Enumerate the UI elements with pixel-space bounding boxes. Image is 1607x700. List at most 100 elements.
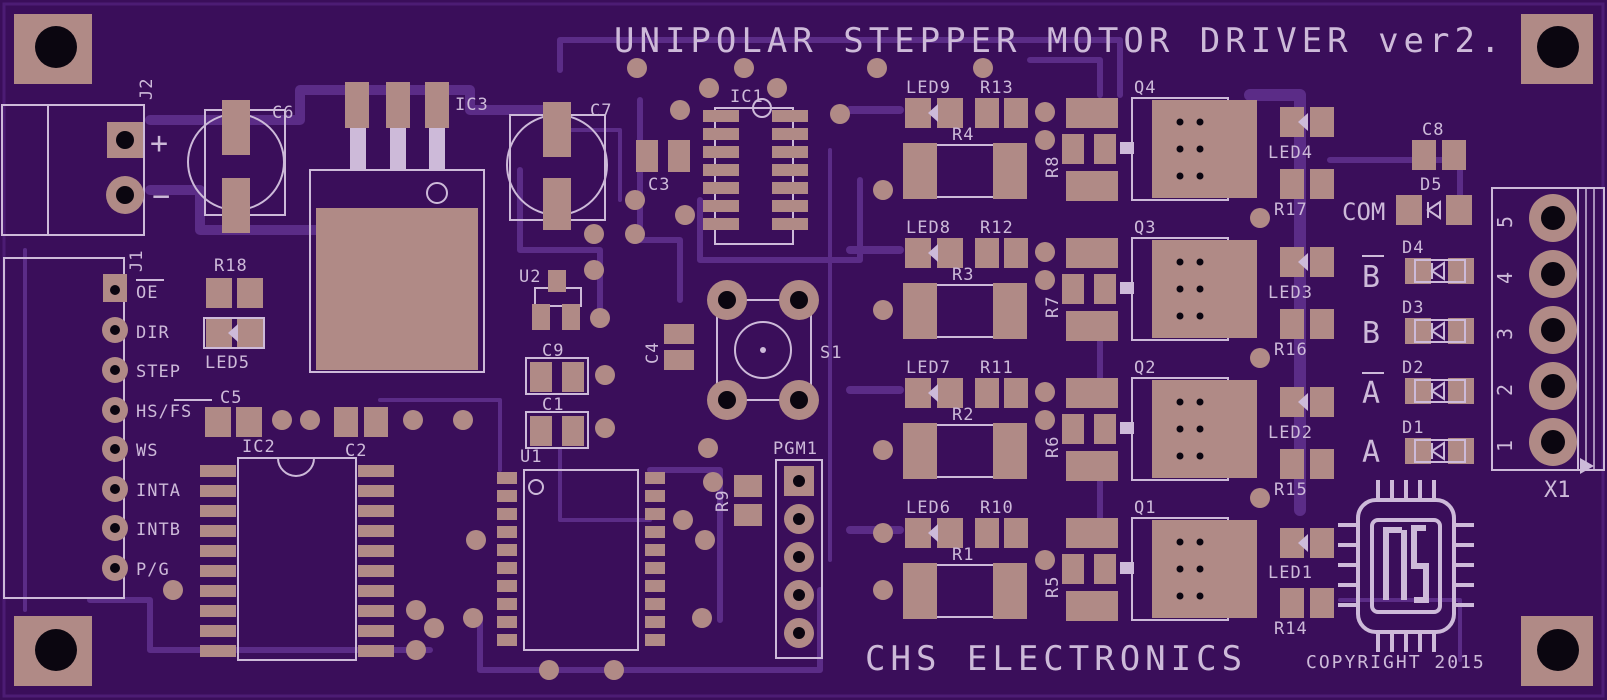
svg-text:R18: R18 xyxy=(214,256,248,276)
pin-label-step: STEP xyxy=(136,362,181,382)
svg-text:C3: C3 xyxy=(648,175,670,195)
pin-label-ws: WS xyxy=(136,441,158,461)
svg-text:Q1: Q1 xyxy=(1134,498,1156,518)
resistor-r9: R9 xyxy=(713,475,762,526)
svg-text:C7: C7 xyxy=(590,101,612,121)
diode-d5: D5 xyxy=(1396,175,1472,225)
svg-text:LED9: LED9 xyxy=(906,78,951,98)
pin-label-hsfs: HS/FS xyxy=(136,402,192,422)
svg-text:R2: R2 xyxy=(952,405,974,425)
svg-text:1: 1 xyxy=(1493,440,1517,452)
resistor-r18: R18 xyxy=(206,256,263,308)
channel-3: LED8 R12 R3 R7 Q3 LED3 R16 xyxy=(903,218,1334,360)
svg-text:C9: C9 xyxy=(542,341,564,361)
output-signal-labels: COM B B A A xyxy=(1342,198,1385,470)
ic1-chip: IC1 xyxy=(703,87,808,245)
svg-text:2: 2 xyxy=(1493,384,1517,396)
channel-2: LED7 R11 R2 R6 Q2 LED2 R15 xyxy=(903,358,1334,500)
svg-text:R10: R10 xyxy=(980,498,1014,518)
svg-text:LED4: LED4 xyxy=(1268,143,1313,163)
svg-text:Q3: Q3 xyxy=(1134,218,1156,238)
signal-a-bar: A xyxy=(1362,376,1380,411)
svg-text:U1: U1 xyxy=(520,447,542,467)
capacitor-c9: C9 xyxy=(525,341,589,395)
svg-text:C4: C4 xyxy=(643,342,663,364)
svg-text:D4: D4 xyxy=(1402,238,1424,258)
svg-text:C8: C8 xyxy=(1422,120,1444,140)
power-connector: J2 + − xyxy=(1,78,170,236)
svg-text:Q2: Q2 xyxy=(1134,358,1156,378)
pin-label-intb: INTB xyxy=(136,520,181,540)
svg-text:X1: X1 xyxy=(1544,478,1571,503)
diode-d4: D4 xyxy=(1402,238,1474,284)
ic2-chip: IC2 xyxy=(200,437,394,661)
svg-text:Q4: Q4 xyxy=(1134,78,1156,98)
u2-transistor: U2 xyxy=(519,267,582,330)
pin-label-pg: P/G xyxy=(136,560,170,580)
svg-text:C5: C5 xyxy=(220,388,242,408)
svg-text:R17: R17 xyxy=(1274,200,1308,220)
diode-d1: D1 xyxy=(1402,418,1474,464)
svg-text:R9: R9 xyxy=(713,490,733,512)
svg-text:LED8: LED8 xyxy=(906,218,951,238)
diode-d2: D2 xyxy=(1402,358,1474,404)
vias xyxy=(163,58,1270,680)
svg-text:LED6: LED6 xyxy=(906,498,951,518)
svg-text:−: − xyxy=(152,179,170,214)
capacitor-c6: C6 xyxy=(187,100,294,233)
signal-a: A xyxy=(1362,435,1380,470)
capacitor-c8: C8 xyxy=(1412,120,1466,170)
pin-label-inta: INTA xyxy=(136,481,181,501)
terminal-block-x1: 5 4 3 2 1 X1 xyxy=(1491,187,1605,503)
signal-b-bar: B xyxy=(1362,260,1380,295)
svg-text:4: 4 xyxy=(1493,272,1517,284)
copper-traces xyxy=(23,37,1463,673)
svg-text:U2: U2 xyxy=(519,267,541,287)
svg-text:J2: J2 xyxy=(137,78,157,100)
svg-text:C2: C2 xyxy=(345,441,367,461)
channel-1: LED6 R10 R1 R5 Q1 LED1 R14 xyxy=(903,498,1334,639)
svg-text:J1: J1 xyxy=(127,250,147,272)
capacitor-c1: C1 xyxy=(525,395,589,449)
channel-4: LED9 R13 R4 R8 Q4 LED4 R17 xyxy=(903,78,1334,220)
svg-text:C6: C6 xyxy=(272,103,294,123)
led-led5: LED5 xyxy=(203,317,265,373)
svg-text:LED3: LED3 xyxy=(1268,283,1313,303)
signal-com: COM xyxy=(1342,198,1385,226)
svg-text:D3: D3 xyxy=(1402,298,1424,318)
svg-text:5: 5 xyxy=(1493,216,1517,228)
svg-text:3: 3 xyxy=(1493,328,1517,340)
svg-text:LED1: LED1 xyxy=(1268,563,1313,583)
pgm1-header: PGM1 xyxy=(773,439,823,659)
svg-text:R5: R5 xyxy=(1043,576,1063,598)
signal-b: B xyxy=(1362,316,1380,351)
svg-text:R12: R12 xyxy=(980,218,1014,238)
svg-text:R15: R15 xyxy=(1274,480,1308,500)
control-connector: J1 OE DIR STEP HS/FS WS INTA INTB P/G xyxy=(3,250,212,599)
svg-text:R7: R7 xyxy=(1043,296,1063,318)
svg-text:+: + xyxy=(150,126,168,161)
svg-text:D2: D2 xyxy=(1402,358,1424,378)
svg-text:LED7: LED7 xyxy=(906,358,951,378)
svg-text:R1: R1 xyxy=(952,545,974,565)
svg-text:R13: R13 xyxy=(980,78,1014,98)
pin-label-oe: OE xyxy=(136,283,158,303)
svg-text:D5: D5 xyxy=(1420,175,1442,195)
maker-name: CHS ELECTRONICS xyxy=(865,639,1247,679)
svg-text:R16: R16 xyxy=(1274,340,1308,360)
svg-text:R6: R6 xyxy=(1043,436,1063,458)
switch-s1: S1 xyxy=(707,280,841,420)
svg-text:IC1: IC1 xyxy=(730,87,764,107)
svg-text:R14: R14 xyxy=(1274,619,1308,639)
pin-label-dir: DIR xyxy=(136,323,170,343)
capacitor-c5: C5 xyxy=(205,388,262,437)
svg-text:LED5: LED5 xyxy=(205,353,250,373)
copyright-text: COPYRIGHT 2015 xyxy=(1306,652,1486,673)
capacitor-c4: C4 xyxy=(643,324,694,370)
svg-text:R4: R4 xyxy=(952,125,974,145)
regulator-ic3: IC3 xyxy=(309,82,489,373)
svg-text:D1: D1 xyxy=(1402,418,1424,438)
svg-text:IC3: IC3 xyxy=(455,95,489,115)
capacitor-c2: C2 xyxy=(334,407,388,461)
